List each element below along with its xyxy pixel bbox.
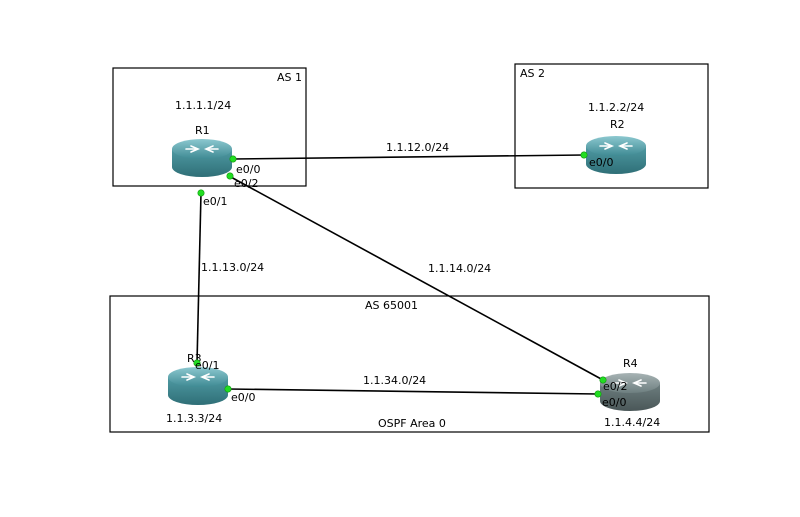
subnet-label-r3-r4: 1.1.34.0/24: [363, 374, 426, 387]
router-r4-name: R4: [623, 357, 638, 370]
router-r2[interactable]: R2 1.1.2.2/24: [586, 101, 646, 174]
router-r1-name: R1: [195, 124, 210, 137]
router-r2-address: 1.1.2.2/24: [588, 101, 644, 114]
port-dot-r1-e0-0[interactable]: [229, 155, 237, 163]
zone-as2-label: AS 2: [520, 67, 545, 80]
zone-as65001-label: AS 65001: [365, 299, 418, 312]
router-icon: [168, 367, 228, 405]
port-dot-r4-e0-0[interactable]: [594, 390, 602, 398]
port-dot-r3-e0-1[interactable]: [193, 359, 201, 367]
router-r3-address: 1.1.3.3/24: [166, 412, 222, 425]
port-dot-r4-e0-2[interactable]: [599, 376, 607, 384]
port-label-r1-e0-1: e0/1: [203, 195, 227, 208]
router-r1[interactable]: R1 1.1.1.1/24: [172, 99, 232, 177]
port-dot-r1-e0-2[interactable]: [226, 172, 234, 180]
link-r1-r2[interactable]: [232, 154, 585, 160]
port-label-r2-e0-0: e0/0: [589, 156, 613, 169]
link-r3-r4[interactable]: [227, 388, 599, 395]
port-label-r1-e0-0: e0/0: [236, 163, 260, 176]
zone-as1: AS 1: [112, 67, 307, 187]
router-r4[interactable]: R4 1.1.4.4/24: [600, 357, 660, 429]
port-label-r1-e0-2: e0/2: [234, 177, 258, 190]
zone-as65001-box: [109, 295, 710, 433]
subnet-label-r1-r2: 1.1.12.0/24: [386, 141, 449, 154]
link-r1-r3[interactable]: [196, 192, 202, 364]
zone-as65001: AS 65001 OSPF Area 0: [109, 295, 710, 433]
subnet-label-r1-r4: 1.1.14.0/24: [428, 262, 491, 275]
zone-as65001-sublabel: OSPF Area 0: [378, 417, 446, 430]
link-r1-r4[interactable]: [228, 175, 604, 381]
router-r2-name: R2: [610, 118, 625, 131]
zone-as1-label: AS 1: [277, 71, 302, 84]
zone-as2: AS 2: [514, 63, 709, 189]
port-label-r4-e0-0: e0/0: [602, 396, 626, 409]
port-label-r3-e0-1: e0/1: [195, 359, 219, 372]
router-icon: [600, 373, 660, 411]
router-icon: [172, 139, 232, 177]
router-r1-address: 1.1.1.1/24: [175, 99, 231, 112]
subnet-label-r1-r3: 1.1.13.0/24: [201, 261, 264, 274]
zone-as1-box: [112, 67, 307, 187]
router-icon: [586, 136, 646, 174]
port-label-r3-e0-0: e0/0: [231, 391, 255, 404]
zone-as2-box: [514, 63, 709, 189]
port-label-r4-e0-2: e0/2: [603, 380, 627, 393]
port-dot-r2-e0-0[interactable]: [580, 151, 588, 159]
router-r4-address: 1.1.4.4/24: [604, 416, 660, 429]
port-dot-r3-e0-0[interactable]: [224, 385, 232, 393]
port-dot-r1-e0-1[interactable]: [197, 189, 205, 197]
